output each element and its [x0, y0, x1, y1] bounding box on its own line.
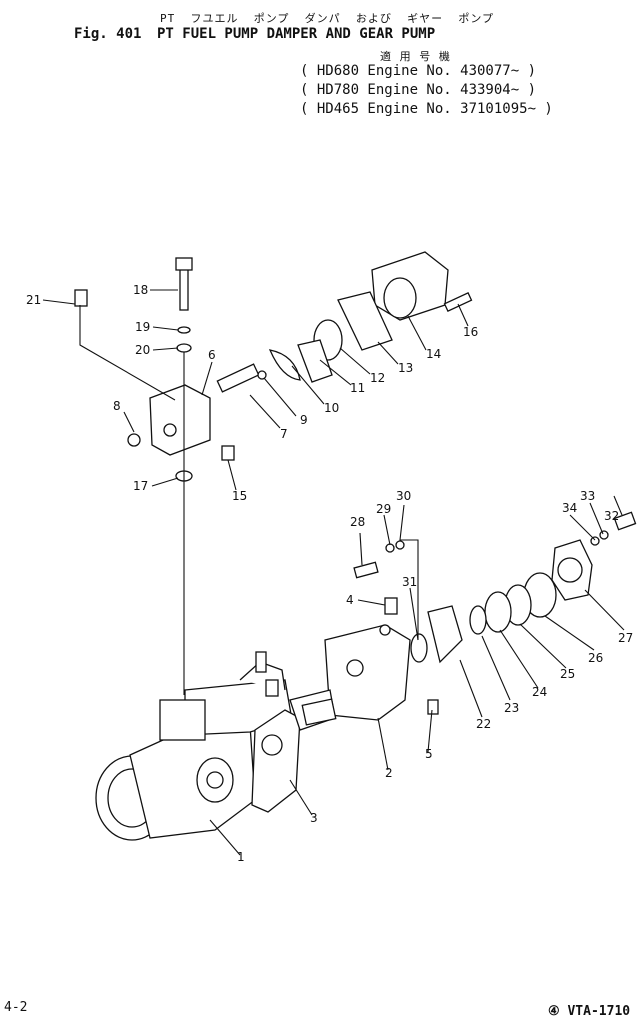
callout-8: 8 — [113, 399, 121, 413]
callout-28: 28 — [350, 515, 365, 529]
callout-27: 27 — [618, 631, 633, 645]
drawing-code: ④ VTA-1710 — [548, 1004, 631, 1019]
callout-10: 10 — [324, 401, 339, 415]
engine-line-3: ( HD465 Engine No. 37101095~ ) — [300, 101, 553, 117]
callout-20: 20 — [135, 343, 150, 357]
callout-17: 17 — [133, 479, 148, 493]
callout-34: 34 — [562, 501, 577, 515]
gear-pump-body-2 — [289, 624, 411, 731]
callout-15: 15 — [232, 489, 247, 503]
damper-assembly — [127, 363, 260, 461]
callout-11: 11 — [350, 381, 365, 395]
fuel-pump-body — [95, 651, 293, 841]
callout-21: 21 — [26, 293, 41, 307]
callout-26: 26 — [588, 651, 603, 665]
callout-32: 32 — [604, 509, 619, 523]
callout-23: 23 — [504, 701, 519, 715]
callout-2: 2 — [385, 766, 393, 780]
callout-13: 13 — [398, 361, 413, 375]
engine-line-2: ( HD780 Engine No. 433904~ ) — [300, 82, 537, 98]
applicable-label: 適 用 号 機 — [380, 50, 451, 63]
leader-lines — [42, 289, 625, 856]
callout-25: 25 — [560, 667, 575, 681]
callout-30: 30 — [396, 489, 411, 503]
callout-labels: 1 2 3 4 5 6 7 8 9 10 11 12 13 14 15 16 1… — [26, 283, 633, 864]
callout-24: 24 — [532, 685, 547, 699]
callout-29: 29 — [376, 502, 391, 516]
upper-housing-14 — [257, 251, 473, 383]
engine-line-1: ( HD680 Engine No. 430077~ ) — [300, 63, 537, 79]
callout-1: 1 — [237, 850, 245, 864]
callout-4: 4 — [346, 593, 354, 607]
callout-5: 5 — [425, 747, 433, 761]
callout-18: 18 — [133, 283, 148, 297]
callout-31: 31 — [402, 575, 417, 589]
pump-cover-27 — [410, 511, 637, 664]
callout-19: 19 — [135, 320, 150, 334]
callout-16: 16 — [463, 325, 478, 339]
figure-number: Fig. 401 — [74, 26, 142, 42]
callout-9: 9 — [300, 413, 308, 427]
callout-6: 6 — [208, 348, 216, 362]
figure-title: PT FUEL PUMP DAMPER AND GEAR PUMP — [157, 26, 436, 42]
callout-22: 22 — [476, 717, 491, 731]
japanese-title: PT フユエル ポンプ ダンパ および ギヤー ポンプ — [160, 12, 495, 25]
callout-7: 7 — [280, 427, 288, 441]
gasket-3 — [251, 709, 301, 813]
callout-33: 33 — [580, 489, 595, 503]
callout-12: 12 — [370, 371, 385, 385]
callout-3: 3 — [310, 811, 318, 825]
page-number: 4-2 — [4, 1000, 28, 1015]
callout-14: 14 — [426, 347, 441, 361]
fasteners — [74, 257, 439, 715]
